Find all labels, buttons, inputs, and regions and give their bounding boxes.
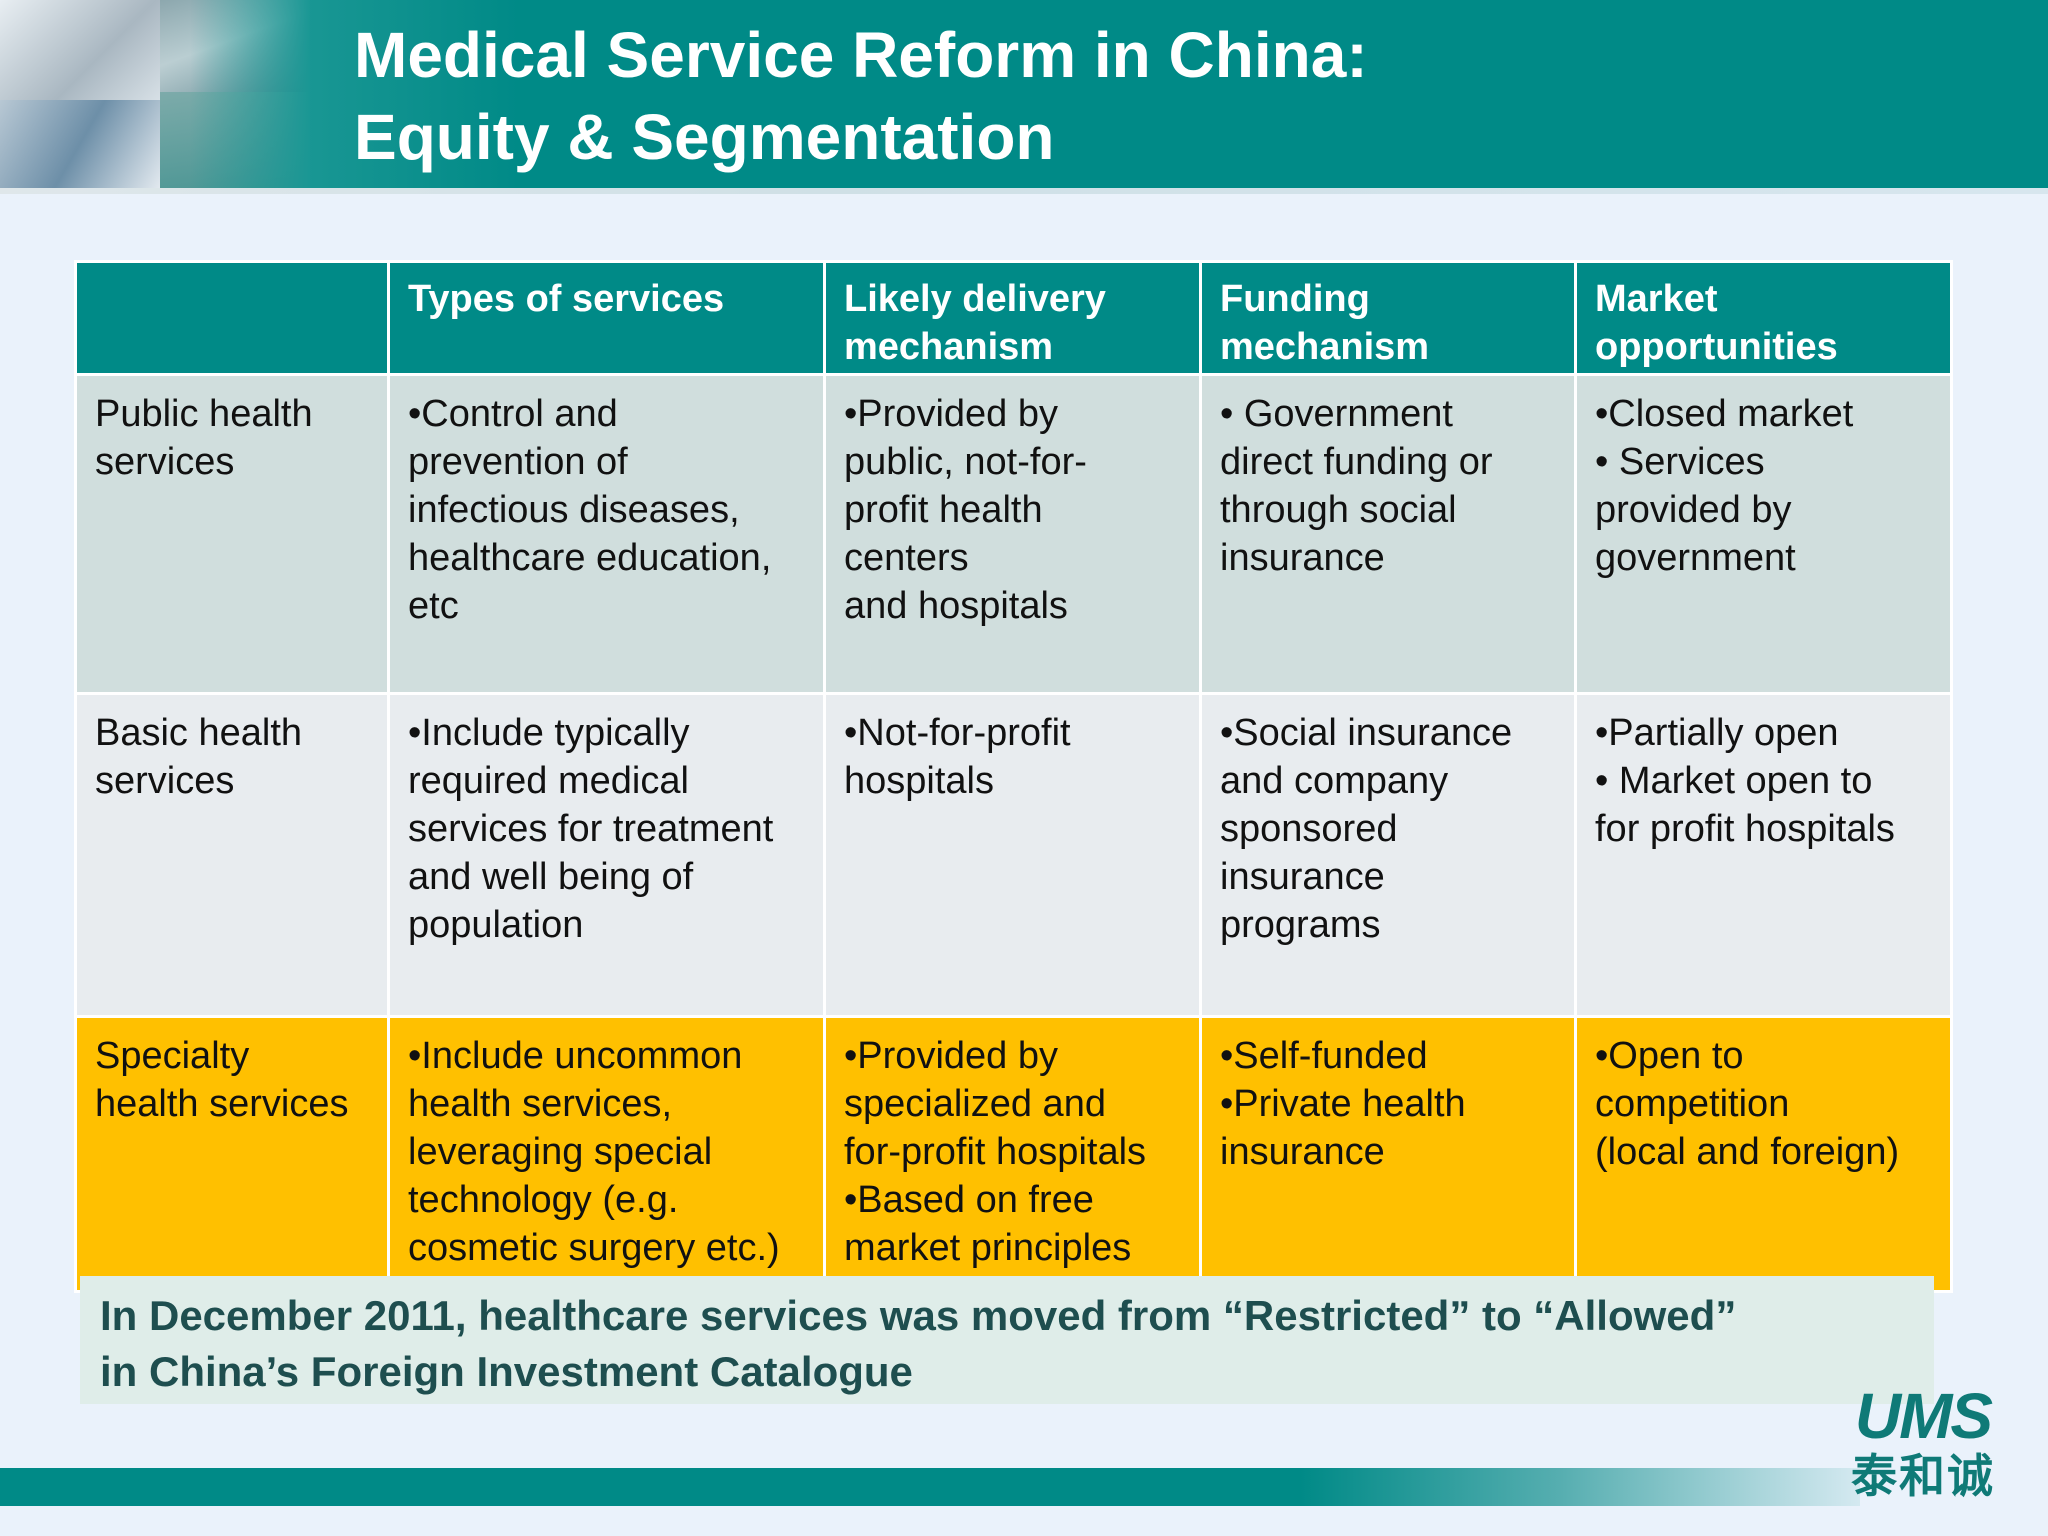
header-band: Medical Service Reform in China: Equity … [0,0,2048,188]
table-row: Public health services •Control and prev… [74,373,1953,695]
row-label-specialty: Specialty health services [74,1015,390,1293]
table-cell: • Government direct funding or through s… [1199,373,1577,695]
row-label-public: Public health services [74,373,390,695]
table-cell: •Not-for-profit hospitals [823,692,1202,1018]
company-logo: UMS 泰和诚 [1838,1384,2008,1514]
title-line-1: Medical Service Reform in China: [354,19,1368,91]
table-cell: •Include uncommon health services, lever… [387,1015,826,1293]
footer-bar [0,1468,1860,1506]
table-cell: •Provided by public, not-for- profit hea… [823,373,1202,695]
header-divider [0,188,2048,194]
header-cell-delivery: Likely delivery mechanism [823,260,1202,376]
row-label-basic: Basic health services [74,692,390,1018]
title-line-2: Equity & Segmentation [354,101,1055,173]
table-row: Specialty health services •Include uncom… [74,1015,1953,1293]
callout-text: In December 2011, healthcare services wa… [100,1292,1737,1395]
slide-title: Medical Service Reform in China: Equity … [354,14,1368,178]
table-cell: •Self-funded •Private health insurance [1199,1015,1577,1293]
header-cell-empty [74,260,390,376]
table-cell: •Control and prevention of infectious di… [387,373,826,695]
table-cell: •Partially open • Market open to for pro… [1574,692,1953,1018]
table-cell: •Provided by specialized and for-profit … [823,1015,1202,1293]
header-cell-types: Types of services [387,260,826,376]
header-photo-collage [0,0,310,188]
callout-box: In December 2011, healthcare services wa… [80,1276,1934,1404]
photo-tile [0,0,160,100]
header-cell-market: Market opportunities [1574,260,1953,376]
photo-fade [190,0,310,188]
header-cell-funding: Funding mechanism [1199,260,1577,376]
table-cell: •Open to competition (local and foreign) [1574,1015,1953,1293]
table-cell: •Social insurance and company sponsored … [1199,692,1577,1018]
table-cell: •Closed market • Services provided by go… [1574,373,1953,695]
table-row: Basic health services •Include typically… [74,692,1953,1018]
photo-tile [0,100,160,188]
table-header-row: Types of services Likely delivery mechan… [74,260,1953,376]
segmentation-table: Types of services Likely delivery mechan… [74,260,1953,1293]
logo-mark: UMS [1854,1380,1993,1452]
logo-chinese-name: 泰和诚 [1851,1449,1995,1503]
table-cell: •Include typically required medical serv… [387,692,826,1018]
